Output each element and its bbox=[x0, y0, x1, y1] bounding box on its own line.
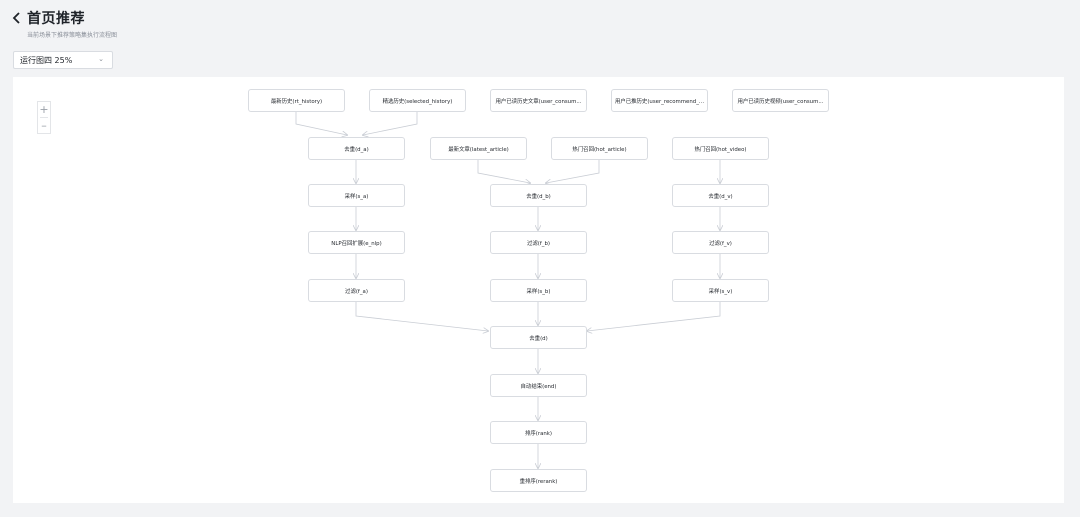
flow-node[interactable]: 用户已读历史视频(user_consum... bbox=[732, 89, 829, 112]
flow-node[interactable]: 过滤(f_v) bbox=[672, 231, 769, 254]
flow-node[interactable]: 去重(d) bbox=[490, 326, 587, 349]
page-subtitle: 当前场景下推荐策略集执行流程图 bbox=[27, 32, 118, 39]
flow-node[interactable]: 过滤(f_b) bbox=[490, 231, 587, 254]
edge bbox=[363, 112, 418, 135]
edge bbox=[587, 302, 721, 331]
edge bbox=[295, 112, 347, 135]
flow-node[interactable]: 热门召回(hot_article) bbox=[551, 137, 648, 160]
back-arrow-icon[interactable] bbox=[12, 10, 26, 26]
zoom-divider bbox=[40, 117, 48, 118]
flow-node[interactable]: 排序(rank) bbox=[490, 421, 587, 444]
flow-node[interactable]: 采样(s_b) bbox=[490, 279, 587, 302]
flow-node[interactable]: 自动结束(end) bbox=[490, 374, 587, 397]
graph-view-select-value: 运行图四 25% bbox=[20, 56, 73, 65]
zoom-controls: + – bbox=[37, 101, 51, 134]
page-title: 首页推荐 bbox=[27, 11, 85, 27]
flow-node[interactable]: 采样(s_v) bbox=[672, 279, 769, 302]
flow-node[interactable]: 精选历史(selected_history) bbox=[369, 89, 466, 112]
flow-node[interactable]: 用户已推历史(user_recommend_... bbox=[611, 89, 708, 112]
flow-node[interactable]: 去重(d_v) bbox=[672, 184, 769, 207]
flow-node[interactable]: 过滤(f_a) bbox=[308, 279, 405, 302]
zoom-in-button[interactable]: + bbox=[39, 103, 49, 116]
flow-node[interactable]: 热门召回(hot_video) bbox=[672, 137, 769, 160]
flow-node[interactable]: 采样(s_a) bbox=[308, 184, 405, 207]
edge bbox=[477, 160, 530, 183]
flow-node[interactable]: 去重(d_a) bbox=[308, 137, 405, 160]
zoom-out-button[interactable]: – bbox=[41, 119, 47, 132]
flow-node[interactable]: 去重(d_b) bbox=[490, 184, 587, 207]
edge bbox=[355, 302, 488, 331]
edge bbox=[546, 160, 600, 183]
graph-view-select[interactable]: 运行图四 25% ⌄ bbox=[13, 51, 113, 69]
flow-node[interactable]: NLP召回扩展(e_nlp) bbox=[308, 231, 405, 254]
flow-node[interactable]: 最新文章(latest_article) bbox=[430, 137, 527, 160]
flow-node[interactable]: 用户已读历史文章(user_consum... bbox=[490, 89, 587, 112]
flow-node[interactable]: 重排序(rerank) bbox=[490, 469, 587, 492]
flow-node[interactable]: 最新历史(rt_history) bbox=[248, 89, 345, 112]
chevron-down-icon: ⌄ bbox=[98, 55, 104, 63]
page-header: 首页推荐 当前场景下推荐策略集执行流程图 bbox=[0, 0, 1080, 48]
